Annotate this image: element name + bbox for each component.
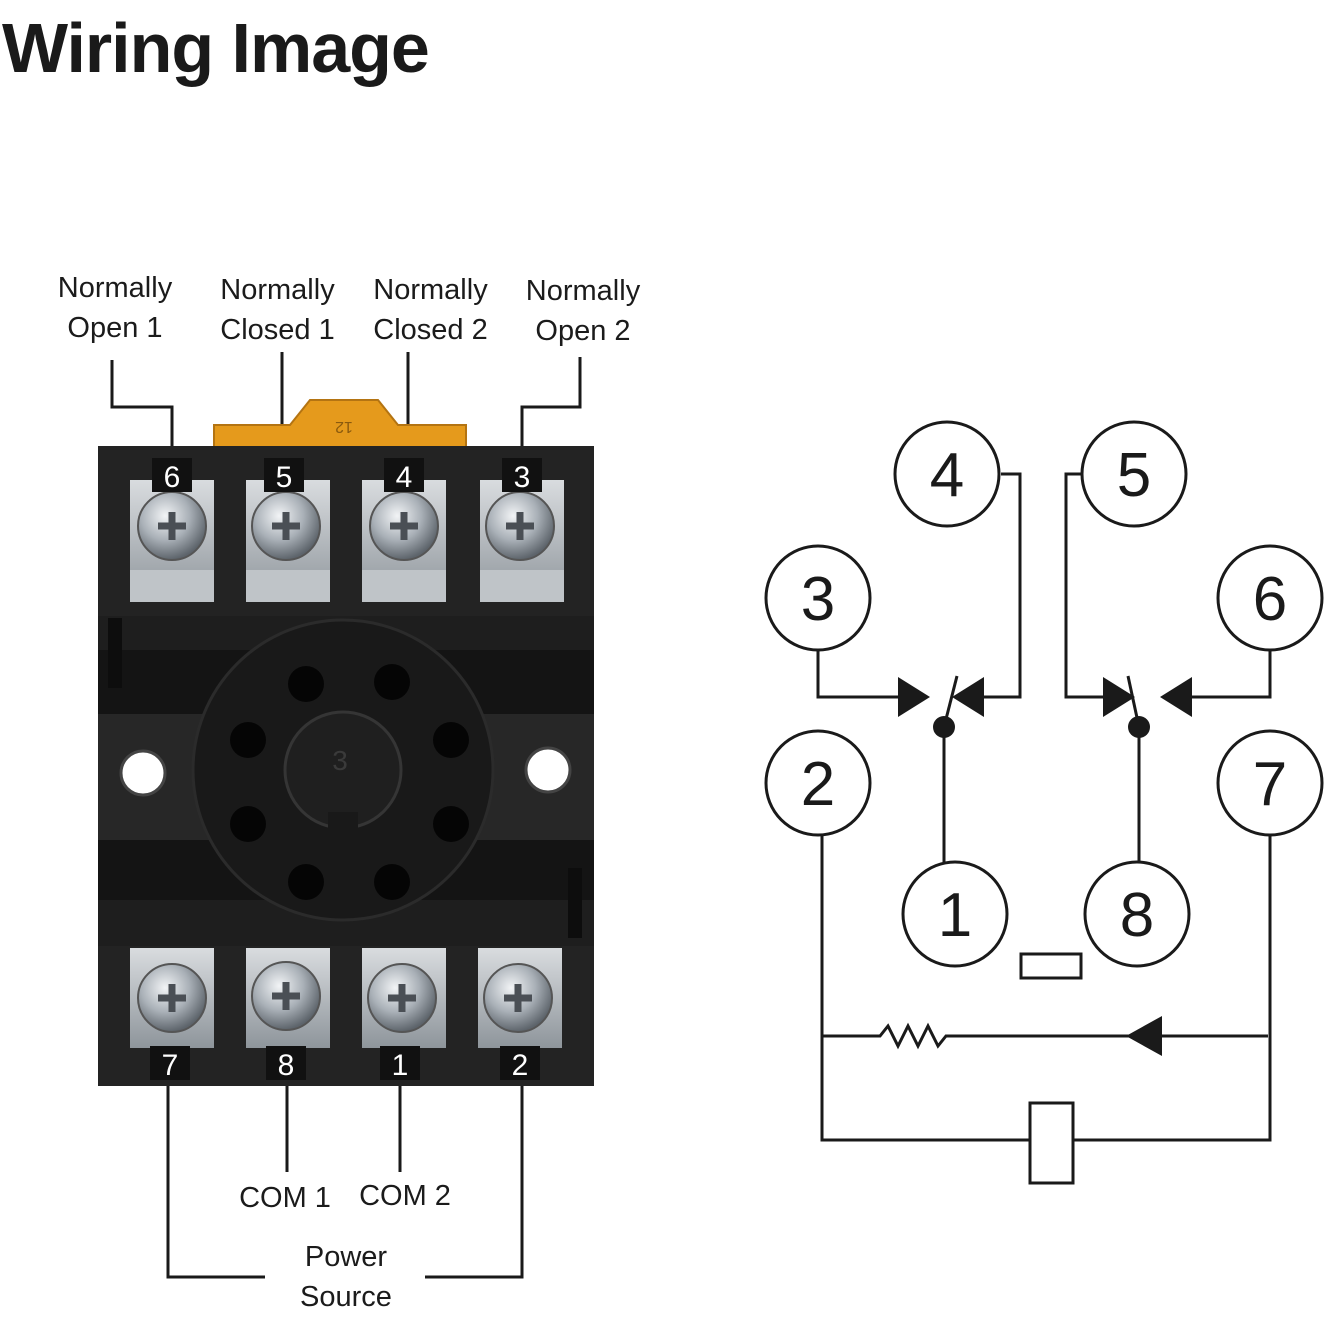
- pivot-left: [933, 716, 955, 738]
- terminal-top-6: 6: [130, 458, 214, 602]
- tab-number: 12: [335, 418, 353, 435]
- arrow-contact-6: [1160, 677, 1192, 717]
- pin-5: 5: [1080, 420, 1188, 528]
- svg-text:6: 6: [164, 461, 181, 494]
- pin-6: 6: [1216, 544, 1324, 652]
- schematic-arrows: [898, 677, 1192, 1056]
- arrow-contact-3: [898, 677, 930, 717]
- mounting-hole-left: [119, 749, 167, 797]
- terminal-top-3: 3: [480, 458, 564, 602]
- svg-text:5: 5: [276, 461, 293, 494]
- arrow-contact-5: [1103, 677, 1135, 717]
- pin-7: 7: [1216, 729, 1324, 837]
- svg-text:3: 3: [801, 565, 835, 634]
- wire-pin-5: [1064, 472, 1103, 699]
- page-title: Wiring Image: [2, 9, 430, 87]
- terminal-bottom-2: 2: [478, 948, 562, 1082]
- label-com-2: COM 2: [359, 1180, 451, 1212]
- wire-pin-4: [982, 472, 1022, 699]
- pin-4: 4: [893, 420, 1001, 528]
- relay-socket: 12 3: [98, 399, 594, 1086]
- top-terminal-block: 6 5 4: [130, 458, 564, 602]
- svg-text:8: 8: [278, 1049, 295, 1082]
- svg-text:2: 2: [512, 1049, 529, 1082]
- mounting-hole-right: [524, 746, 572, 794]
- label-normally-open-2: Normally Open 2: [525, 275, 641, 347]
- schematic-pins: 4 5 3 6 2 7 1 8: [764, 420, 1324, 968]
- svg-text:6: 6: [1253, 565, 1287, 634]
- pivot-right: [1128, 716, 1150, 738]
- label-power-source: Power Source: [300, 1241, 392, 1313]
- leader-power-left: [166, 1080, 265, 1279]
- svg-text:5: 5: [1117, 441, 1151, 510]
- release-tab: [213, 399, 467, 449]
- leader-power-right: [425, 1080, 524, 1279]
- terminal-bottom-8: 8: [246, 948, 330, 1082]
- bottom-terminal-block: 7 8 1 2: [130, 948, 562, 1082]
- terminal-top-4: 4: [362, 458, 446, 602]
- wire-pin-7: [1073, 835, 1272, 1142]
- leader-normally-open-1: [110, 360, 174, 462]
- leader-normally-open-2: [520, 357, 582, 462]
- svg-text:4: 4: [930, 441, 964, 510]
- pin-8: 8: [1083, 860, 1191, 968]
- svg-text:3: 3: [514, 461, 531, 494]
- diode-arrow: [1126, 1016, 1162, 1056]
- arrow-contact-4: [952, 677, 984, 717]
- coil: [1028, 1101, 1075, 1185]
- indicator-box: [1019, 952, 1083, 980]
- terminal-bottom-7: 7: [130, 948, 214, 1082]
- label-normally-closed-2: Normally Closed 2: [373, 274, 488, 346]
- relay-schematic: [816, 472, 1272, 1185]
- svg-text:2: 2: [801, 750, 835, 819]
- svg-text:7: 7: [1253, 750, 1287, 819]
- wire-pin-6: [1190, 650, 1272, 699]
- svg-text:1: 1: [392, 1049, 409, 1082]
- label-normally-open-1: Normally Open 1: [57, 272, 173, 344]
- pin-2: 2: [764, 729, 872, 837]
- wire-pin-3: [816, 650, 900, 699]
- label-com-1: COM 1: [239, 1182, 331, 1214]
- socket-pin-holes: [230, 664, 469, 900]
- wire-pin-2: [820, 835, 1030, 1142]
- terminal-top-5: 5: [246, 458, 330, 602]
- pin-3: 3: [764, 544, 872, 652]
- pin-1: 1: [901, 860, 1009, 968]
- socket-center-number: 3: [332, 745, 348, 776]
- wire-led-branch: [822, 1022, 1268, 1050]
- svg-text:8: 8: [1120, 881, 1154, 950]
- label-normally-closed-1: Normally Closed 1: [220, 274, 335, 346]
- terminal-bottom-1: 1: [362, 948, 446, 1082]
- svg-text:1: 1: [938, 881, 972, 950]
- svg-text:7: 7: [162, 1049, 179, 1082]
- svg-text:4: 4: [396, 461, 413, 494]
